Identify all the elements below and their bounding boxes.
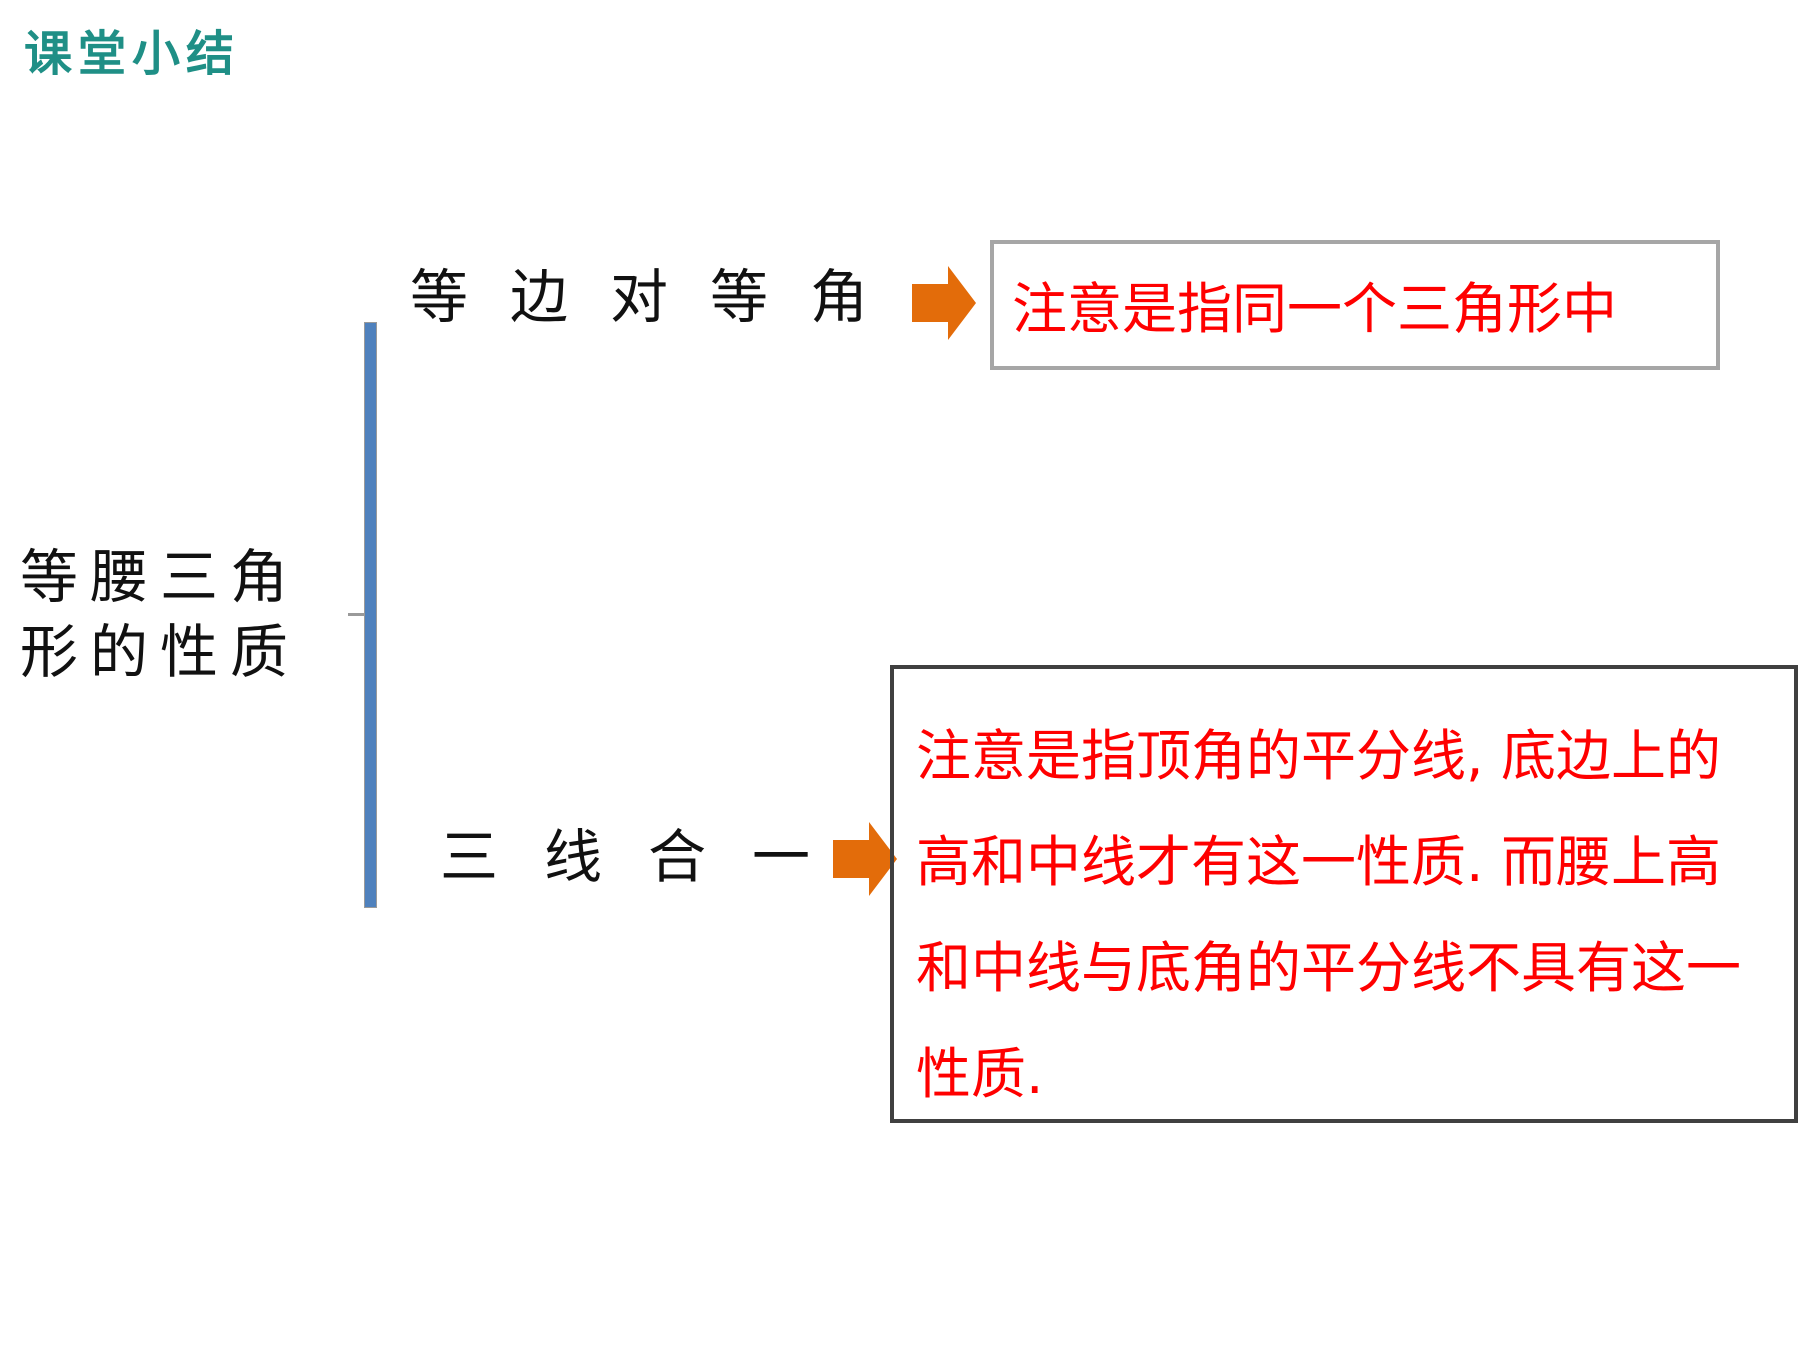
- right-arrow-icon: [833, 822, 897, 896]
- topic-label-line-1: 等腰三角: [20, 543, 301, 611]
- bracket-tick: [348, 613, 366, 616]
- slide-heading: 课堂小结: [24, 26, 241, 82]
- bracket-bar: [364, 322, 377, 908]
- right-arrow-icon: [912, 266, 976, 340]
- topic-label-line-2: 形的性质: [20, 618, 301, 686]
- note-box-2: 注意是指顶角的平分线, 底边上的高和中线才有这一性质. 而腰上高和中线与底角的平…: [890, 665, 1798, 1123]
- branch-label-1: 等边对等角: [410, 263, 911, 331]
- note-box-1: 注意是指同一个三角形中: [990, 240, 1720, 370]
- topic-label: 等腰三角 形的性质: [20, 540, 300, 690]
- branch-label-2: 三线合一: [440, 823, 857, 891]
